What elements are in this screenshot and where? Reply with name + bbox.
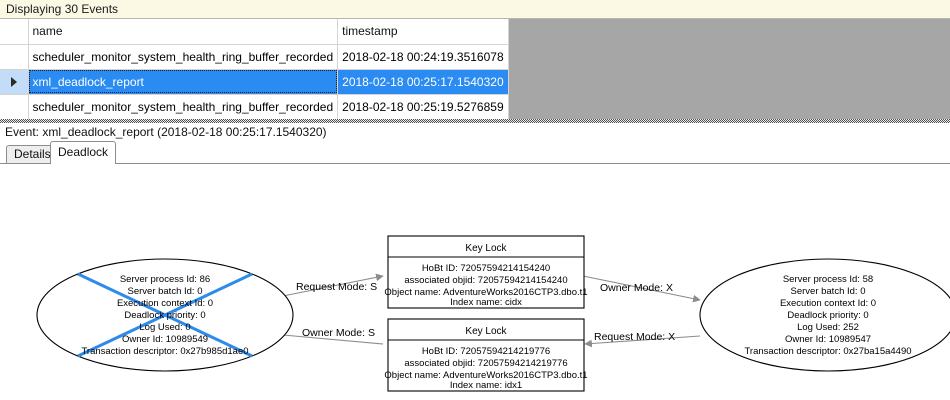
edge-label-request-s: Request Mode: S	[296, 281, 377, 293]
tab-strip: Details Deadlock	[0, 141, 950, 164]
edge-owner-s: Owner Mode: S	[271, 327, 384, 345]
column-header-timestamp[interactable]: timestamp	[337, 19, 509, 45]
deadlock-process-node-left[interactable]: Server process Id: 86 Server batch Id: 0…	[36, 258, 294, 372]
right-process-line-1: Server batch Id: 0	[791, 286, 866, 297]
edge-label-owner-s: Owner Mode: S	[302, 327, 375, 339]
bottom-key-lock-line-0: HoBt ID: 72057594214219776	[422, 346, 550, 357]
bottom-key-lock-title: Key Lock	[465, 326, 507, 337]
edge-label-request-x: Request Mode: X	[594, 331, 675, 343]
events-grid-container[interactable]: name timestamp scheduler_monitor_system_…	[0, 19, 950, 119]
right-process-line-6: Transaction descriptor: 0x27ba15a4490	[744, 346, 911, 357]
top-key-lock-line-1: associated objid: 72057594214154240	[404, 275, 567, 286]
table-row[interactable]: scheduler_monitor_system_health_ring_buf…	[0, 94, 509, 119]
row-selector-cell[interactable]	[0, 94, 29, 119]
row-selector-arrow-icon	[10, 76, 17, 87]
right-process-line-3: Deadlock priority: 0	[787, 310, 868, 321]
edge-label-owner-x: Owner Mode: X	[600, 282, 673, 294]
cell-event-name[interactable]: scheduler_monitor_system_health_ring_buf…	[28, 44, 339, 70]
edge-owner-x: Owner Mode: X	[582, 275, 701, 303]
left-process-line-1: Server batch Id: 0	[128, 286, 203, 297]
right-process-line-4: Log Used: 252	[797, 322, 859, 333]
events-grid-header: name timestamp	[0, 19, 509, 45]
table-row-selected[interactable]: xml_deadlock_report 2018-02-18 00:25:17.…	[0, 69, 509, 95]
left-process-line-4: Log Used: 0	[139, 322, 190, 333]
column-header-rowselector	[0, 19, 29, 45]
tab-details[interactable]: Details	[6, 145, 59, 164]
left-process-line-6: Transaction descriptor: 0x27b985d1ae0	[81, 346, 248, 357]
left-process-line-3: Deadlock priority: 0	[124, 310, 205, 321]
row-selector-cell[interactable]	[0, 69, 29, 95]
events-grid[interactable]: name timestamp scheduler_monitor_system_…	[0, 19, 509, 119]
deadlock-graph-svg[interactable]: Request Mode: S Owner Mode: X Owner Mode…	[0, 164, 950, 400]
top-key-lock-title: Key Lock	[465, 243, 507, 254]
tab-deadlock[interactable]: Deadlock	[50, 141, 117, 164]
events-count-banner: Displaying 30 Events	[0, 0, 950, 19]
right-process-line-0: Server process Id: 58	[783, 274, 873, 285]
events-grid-body: scheduler_monitor_system_health_ring_buf…	[0, 44, 509, 119]
cell-event-timestamp[interactable]: 2018-02-18 00:25:19.5276859	[337, 94, 509, 119]
deadlock-graph-panel[interactable]: Request Mode: S Owner Mode: X Owner Mode…	[0, 163, 950, 400]
top-key-lock-line-0: HoBt ID: 72057594214154240	[422, 263, 550, 274]
horizontal-splitter[interactable]	[0, 119, 950, 124]
edge-request-x: Request Mode: X	[584, 331, 701, 348]
cell-event-name[interactable]: xml_deadlock_report	[28, 69, 339, 95]
right-process-line-5: Owner Id: 10989547	[785, 334, 871, 345]
header-row: name timestamp	[0, 19, 509, 45]
top-key-lock-line-2: Object name: AdventureWorks2016CTP3.dbo.…	[384, 287, 587, 298]
cell-event-timestamp[interactable]: 2018-02-18 00:24:19.3516078	[337, 44, 509, 70]
deadlock-resource-node-bottom[interactable]: Key Lock HoBt ID: 72057594214219776 asso…	[384, 318, 588, 392]
left-process-line-0: Server process Id: 86	[120, 274, 210, 285]
event-caption: Event: xml_deadlock_report (2018-02-18 0…	[0, 124, 950, 141]
table-row[interactable]: scheduler_monitor_system_health_ring_buf…	[0, 44, 509, 70]
bottom-key-lock-line-1: associated objid: 72057594214219776	[404, 358, 567, 369]
left-process-line-5: Owner Id: 10989549	[122, 334, 208, 345]
column-header-name[interactable]: name	[28, 19, 339, 45]
deadlock-resource-node-top[interactable]: Key Lock HoBt ID: 72057594214154240 asso…	[384, 235, 588, 309]
row-selector-cell[interactable]	[0, 44, 29, 70]
left-process-line-2: Execution context Id: 0	[117, 298, 213, 309]
edge-request-s: Request Mode: S	[267, 273, 384, 300]
deadlock-process-node-right[interactable]: Server process Id: 58 Server batch Id: 0…	[699, 258, 950, 372]
cell-event-timestamp[interactable]: 2018-02-18 00:25:17.1540320	[337, 69, 509, 95]
victim-cross-line-2	[77, 272, 253, 358]
cell-event-name[interactable]: scheduler_monitor_system_health_ring_buf…	[28, 94, 339, 119]
bottom-key-lock-line-3: Index name: idx1	[450, 380, 522, 391]
top-key-lock-line-3: Index name: cidx	[450, 297, 522, 308]
bottom-key-lock-line-2: Object name: AdventureWorks2016CTP3.dbo.…	[384, 370, 587, 381]
right-process-line-2: Execution context Id: 0	[780, 298, 876, 309]
